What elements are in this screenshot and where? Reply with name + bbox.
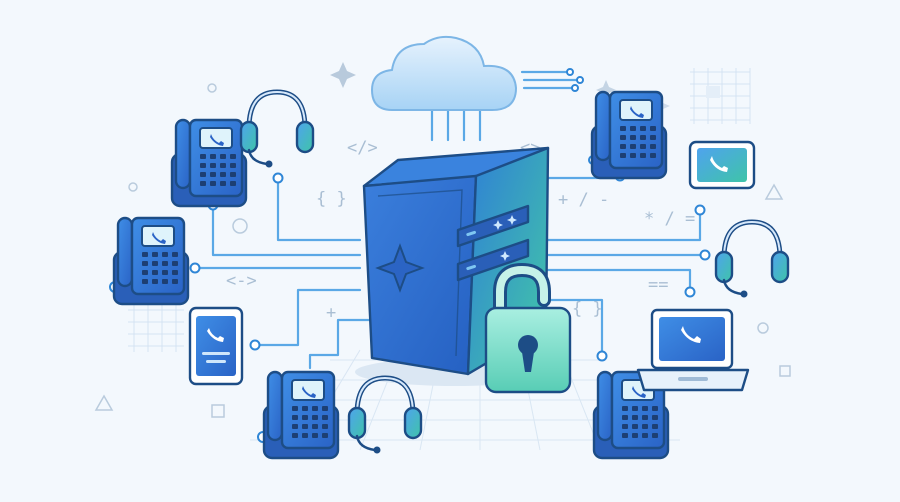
connection-lines	[193, 70, 707, 370]
circle-shape	[232, 218, 248, 234]
circle-shape	[128, 182, 138, 192]
desk-phone-icon	[170, 118, 248, 208]
grid-pattern-top-right	[690, 68, 751, 124]
times-equals-symbol: * / =	[644, 209, 695, 229]
sparkle-icon	[330, 62, 356, 88]
headset-icon	[241, 92, 313, 168]
square-shape	[211, 404, 225, 418]
desk-phone-icon	[590, 90, 668, 180]
plus-symbol: +	[326, 303, 336, 323]
braces-symbol-left: { }	[316, 189, 347, 209]
tablet-icon	[188, 306, 244, 386]
connection-nodes	[109, 68, 711, 443]
laptop-icon	[636, 308, 750, 392]
unlocked-padlock-icon	[484, 262, 572, 394]
circle-shape	[207, 83, 217, 93]
triangle-shape	[94, 394, 114, 411]
desk-phone-icon	[262, 370, 340, 460]
grid-pattern-left	[128, 304, 184, 352]
double-equals-symbol: ==	[648, 275, 668, 295]
triangle-shape	[764, 183, 784, 200]
phone-handset-icon	[681, 326, 701, 343]
headset-icon	[349, 378, 421, 454]
braces-symbol-right: { }	[572, 299, 603, 319]
arrows-symbol-left: <->	[226, 271, 257, 291]
drive-bay-bottom	[456, 238, 530, 282]
cloud-icon	[370, 35, 518, 111]
tablet-icon	[688, 140, 756, 190]
headset-icon	[716, 222, 788, 298]
desk-phone-icon	[112, 216, 190, 306]
phone-handset-icon	[710, 156, 728, 172]
phone-handset-icon	[207, 328, 224, 342]
sparkle-icon	[596, 80, 616, 100]
square-shape	[779, 365, 791, 377]
star-emblem-icon	[375, 243, 425, 293]
code-tag-symbol-left: </>	[347, 138, 378, 158]
circle-shape	[757, 322, 769, 334]
drive-bay-top	[456, 204, 530, 248]
plus-minus-symbol: + / -	[558, 190, 609, 210]
